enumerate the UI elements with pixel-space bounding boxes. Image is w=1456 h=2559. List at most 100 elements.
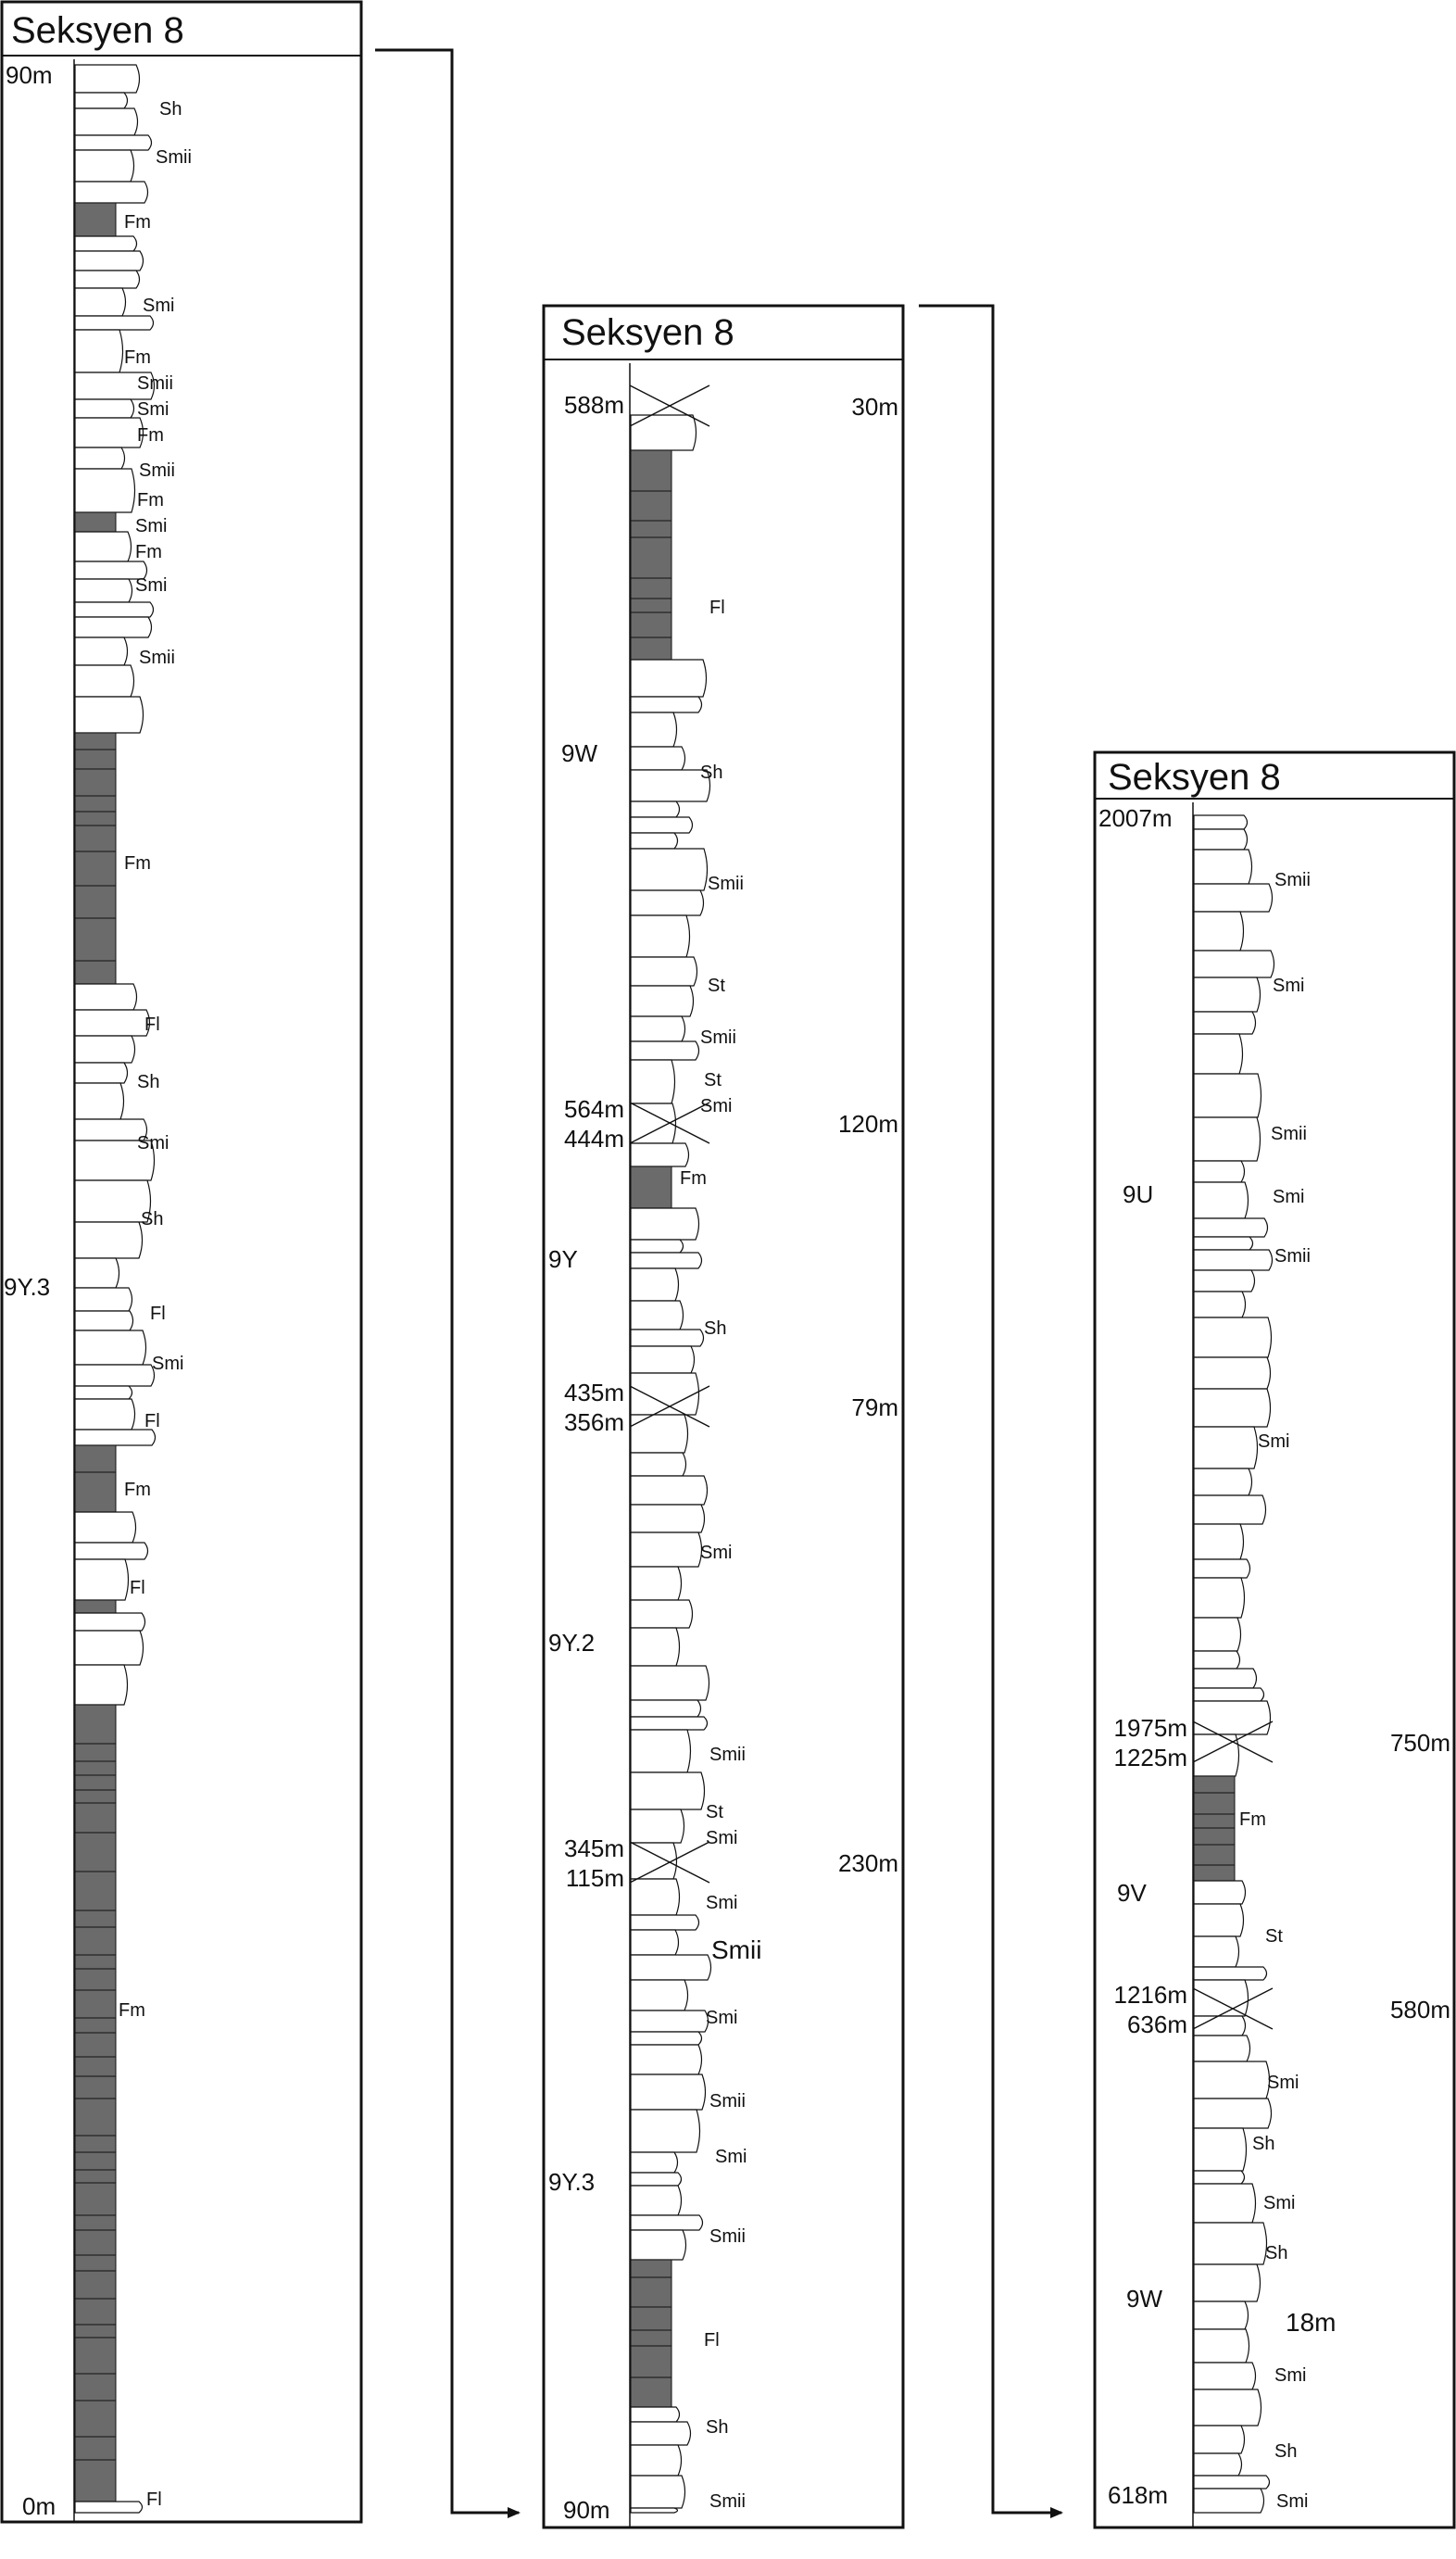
sandstone-bed [1193,2127,1248,2172]
sandstone-bed [1193,2263,1261,2302]
sandstone-bed [630,769,711,802]
gap-cross [629,1102,710,1144]
sandstone-bed [74,315,155,331]
depth-label: 1975m [1114,1714,1188,1742]
sandstone-bed [1193,1236,1254,1251]
mudstone-bed [74,2135,117,2153]
sandstone-bed [74,616,153,638]
sandstone-bed [74,447,126,470]
facies-label: Smi [706,1828,737,1848]
mudstone-bed [74,732,117,750]
sandstone-bed [1193,1700,1272,1735]
sandstone-bed [74,1558,130,1601]
sandstone-bed [630,1716,709,1731]
facies-label: Smii [711,1935,761,1964]
sandstone-bed [630,1566,683,1601]
mudstone-bed [74,1802,117,1834]
depth-label: 356m [564,1408,624,1436]
sandstone-bed [1193,1523,1245,1560]
facies-label: Smi [1267,2073,1299,2093]
sandstone-bed [1193,1116,1261,1162]
mudstone-bed [74,2017,117,2034]
facies-label: Fl [704,2330,720,2351]
facies-label: Smii [1271,1124,1307,1144]
sandstone-bed [1193,1249,1274,1271]
mudstone-bed [74,1926,117,1956]
sandstone-bed [630,2044,703,2075]
gap-cross [629,1385,710,1428]
facies-label: Sh [137,1072,159,1092]
mudstone-bed [74,1599,117,1614]
sandstone-bed [630,1059,676,1104]
sandstone-bed [74,329,124,373]
facies-label: Sh [141,1209,163,1229]
sandstone-bed [1193,2475,1271,2490]
sandstone-bed [74,1511,137,1544]
sandstone-bed [630,1252,703,1269]
facies-label: Smi [135,575,167,596]
facies-label: Smii [709,1745,746,1765]
sandstone-bed [1193,1160,1246,1183]
sandstone-bed [1193,2061,1271,2099]
sandstone-bed [74,149,135,183]
sandstone-bed [74,417,144,448]
facies-label: St [706,1802,723,1822]
facies-label: Smi [706,1893,737,1913]
sandstone-bed [1193,1558,1251,1579]
panel-1-bottom-depth: 0m [22,2492,56,2520]
sandstone-bed [1193,1903,1245,1937]
sandstone-bed [1193,2183,1257,2224]
sandstone-bed [630,956,698,987]
sandstone-bed [630,1809,685,1844]
gap-cross [629,1841,710,1884]
facies-label: Smi [700,1543,732,1563]
facies-label: Smi [1258,1431,1289,1452]
mudstone-bed [74,2214,117,2231]
sandstone-bed [74,1140,156,1181]
sandstone-bed [74,468,136,513]
sandstone-bed [74,181,149,204]
mudstone-bed [630,2376,672,2408]
facies-label: Smi [1273,1187,1304,1207]
mudstone-bed [74,1789,117,1804]
sandstone-bed [1193,1181,1249,1219]
facies-label: Fm [124,347,151,368]
sandstone-bed [630,1954,712,1981]
sandstone-bed [74,1082,125,1120]
sandstone-bed [1193,2015,1247,2036]
facies-label: Smii [709,2491,746,2512]
mudstone-bed [74,1774,117,1791]
sandstone-bed [1193,1650,1241,1670]
facies-label: Smii [708,874,744,894]
sandstone-bed [74,398,135,419]
sandstone-bed [74,1009,151,1037]
mudstone-bed [630,611,672,638]
facies-label: Smi [700,1096,732,1116]
sandstone-bed [630,1239,684,1254]
panel-1-lithology-column [74,64,157,2514]
mudstone-bed [74,885,117,919]
sandstone-bed [630,1452,687,1477]
mudstone-bed [74,511,117,533]
sandstone-bed [1193,1073,1262,1118]
sandstone-bed [1193,1011,1257,1035]
mudstone-bed [74,825,117,852]
mudstone-bed [74,1471,117,1513]
sandstone-bed [630,2421,692,2446]
sandstone-bed [630,1267,680,1302]
sandstone-bed [74,270,141,289]
mudstone-bed [74,2400,117,2438]
sandstone-bed [1193,1880,1247,1905]
mudstone-bed [630,2276,672,2308]
sandstone-bed [1193,2301,1249,2330]
sandstone-bed [630,816,694,834]
gap-thickness-label: 580m [1390,1996,1450,2023]
panel-2-unit-label: 9W [561,739,597,767]
panel-3-frame [1093,750,1456,2529]
facies-label: Sh [1274,2441,1297,2462]
facies-label: Fm [124,853,151,874]
mudstone-bed [630,2329,672,2347]
facies-label: Smi [137,1133,169,1153]
